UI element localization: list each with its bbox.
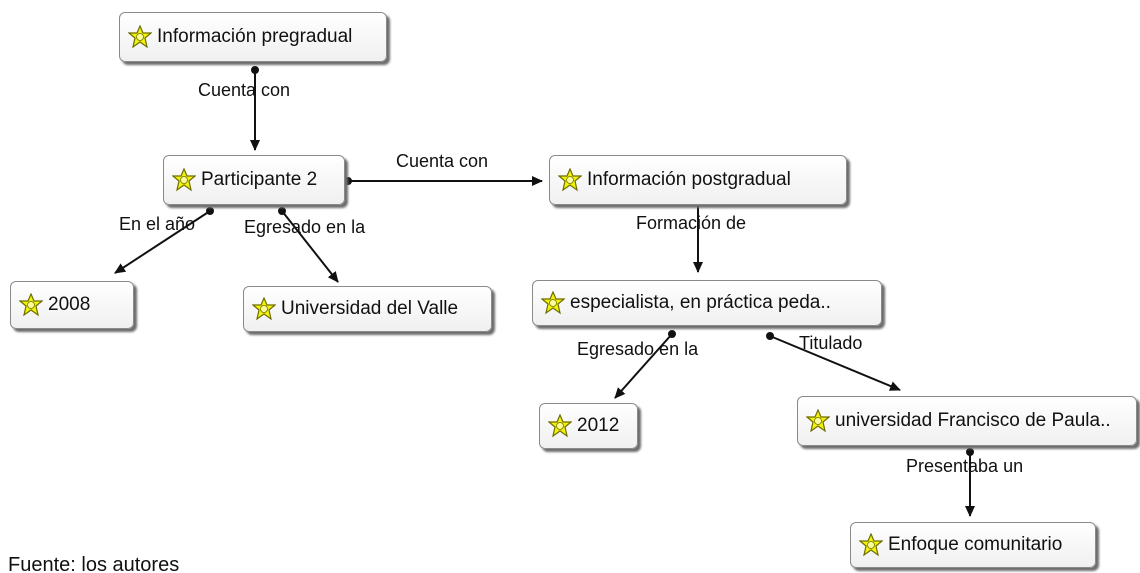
edge-label-egresado-en-la-2: Egresado en la — [577, 339, 699, 359]
yellow-star-node-icon — [557, 167, 583, 192]
node-2012[interactable]: 2012 — [539, 403, 638, 449]
figure-caption: Fuente: los autores — [8, 554, 180, 573]
node-label: 2012 — [577, 415, 620, 436]
edge-egresado-1 — [281, 210, 339, 283]
edge-en-el-anio — [114, 210, 211, 274]
node-label: especialista, en práctica peda.. — [570, 292, 831, 313]
yellow-star-node-icon — [540, 290, 566, 315]
node-label: universidad Francisco de Paula.. — [835, 410, 1111, 431]
node-label: Enfoque comunitario — [888, 534, 1063, 555]
edge-egresado-2 — [614, 333, 673, 399]
yellow-star-node-icon — [805, 408, 831, 433]
edge-label-titulado: Titulado — [799, 333, 863, 353]
node-participante-2[interactable]: Participante 2 — [163, 155, 345, 205]
yellow-star-node-icon — [547, 413, 573, 438]
node-informacion-pregradual[interactable]: Información pregradual — [119, 12, 387, 62]
edge-label-presentaba-un: Presentaba un — [906, 456, 1024, 476]
node-2008[interactable]: 2008 — [10, 281, 134, 329]
yellow-star-node-icon — [127, 24, 153, 49]
node-enfoque-comunitario[interactable]: Enfoque comunitario — [850, 522, 1096, 568]
node-universidad-del-valle[interactable]: Universidad del Valle — [243, 286, 492, 332]
node-label: Universidad del Valle — [281, 298, 459, 319]
edge-label-cuenta-con-2: Cuenta con — [396, 151, 489, 171]
edge-label-cuenta-con-1: Cuenta con — [198, 80, 291, 100]
node-label: 2008 — [48, 294, 91, 315]
edge-label-en-el-anio: En el año — [119, 214, 196, 234]
yellow-star-node-icon — [18, 292, 44, 317]
node-label: Participante 2 — [201, 169, 318, 190]
edge-label-formacion-de: Formación de — [636, 213, 747, 233]
yellow-star-node-icon — [171, 167, 197, 192]
yellow-star-node-icon — [858, 532, 884, 557]
node-label: Información postgradual — [587, 169, 791, 190]
node-label: Información pregradual — [157, 26, 353, 47]
edge-titulado — [769, 335, 901, 391]
node-informacion-postgradual[interactable]: Información postgradual — [549, 155, 847, 205]
node-universidad-francisco[interactable]: universidad Francisco de Paula.. — [797, 396, 1137, 446]
edge-label-egresado-en-la-1: Egresado en la — [244, 217, 366, 237]
yellow-star-node-icon — [251, 296, 277, 321]
node-especialista[interactable]: especialista, en práctica peda.. — [532, 280, 882, 326]
